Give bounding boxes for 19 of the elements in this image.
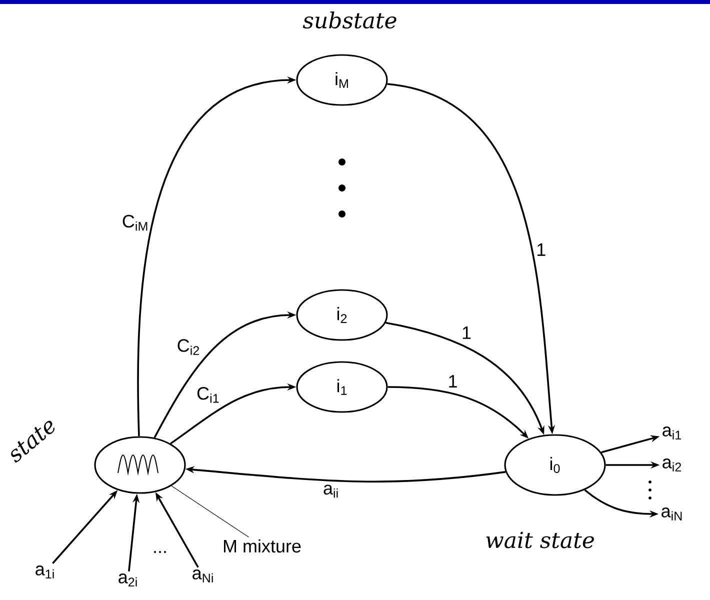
edge-label: C$_{i2}$ xyxy=(176,338,202,356)
edge-label: C$_{i1}$ xyxy=(196,386,221,404)
mixture-ellipse xyxy=(94,436,186,494)
edge-label: C$_{iM}$ xyxy=(120,214,150,232)
edge-label: a$_{ii}$ xyxy=(322,484,340,499)
edge-label: 1 xyxy=(460,326,472,340)
node-label: a$_{i1}$ xyxy=(662,426,682,440)
node-label: M mixture xyxy=(224,539,301,553)
node-label: a$_{1i}$ xyxy=(36,566,54,578)
handwritten-note: wait state xyxy=(486,532,594,548)
edge-label: 1 xyxy=(446,374,459,388)
node-label: a$_{2i}$ xyxy=(118,574,137,586)
node-label: a$_{i2}$ xyxy=(662,458,682,472)
edge-label: 1 xyxy=(535,242,548,257)
leader-line xyxy=(171,486,250,538)
node-label: a$_{Ni}$ xyxy=(192,570,213,582)
handwritten-note: substate xyxy=(302,11,396,29)
node-label: a$_{iN}$ xyxy=(662,508,682,520)
ellipsis-label: ... xyxy=(154,551,166,553)
